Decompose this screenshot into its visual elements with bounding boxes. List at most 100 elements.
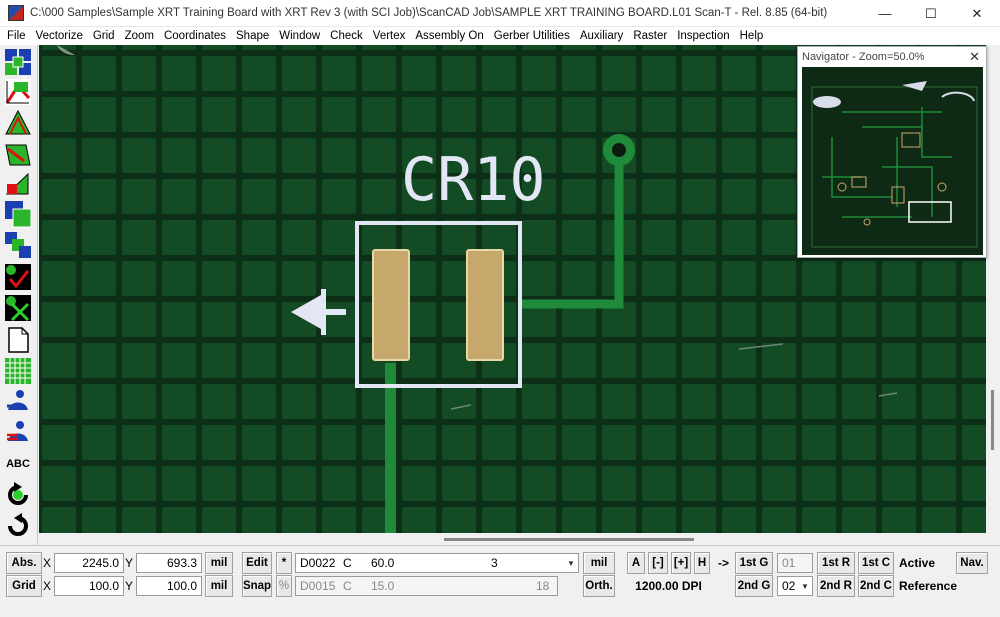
snap-aperture-count: 18 xyxy=(536,579,550,593)
orth-button[interactable]: Orth. xyxy=(583,575,615,597)
diode-symbol xyxy=(291,295,321,329)
reference-label: Reference xyxy=(899,579,958,593)
navigator-thumbnail[interactable] xyxy=(802,67,983,255)
menu-shape[interactable]: Shape xyxy=(236,30,270,42)
redo-icon[interactable] xyxy=(4,512,32,540)
menu-vertex[interactable]: Vertex xyxy=(372,30,406,42)
aperture-code: D0022 xyxy=(300,556,336,570)
second-g-value: 02 xyxy=(782,579,796,593)
dpi-display: 1200.00 DPI xyxy=(627,576,710,596)
navigator-close-icon[interactable]: ✕ xyxy=(969,49,980,64)
navigator-panel: Navigator - Zoom=50.0% ✕ xyxy=(797,46,987,258)
first-c-button[interactable]: 1st C xyxy=(858,552,894,574)
vector-draw-icon[interactable] xyxy=(4,78,32,106)
abs-x-field[interactable]: 2245.0 xyxy=(54,553,124,573)
menu-raster[interactable]: Raster xyxy=(633,30,668,42)
menu-zoom[interactable]: Zoom xyxy=(124,30,154,42)
first-g-field: 01 xyxy=(777,553,813,573)
snap-aperture-size: 15.0 xyxy=(371,579,395,593)
star-button[interactable]: * xyxy=(276,552,292,574)
grid-unit-button[interactable]: mil xyxy=(205,575,233,597)
copy-layers-icon[interactable] xyxy=(4,200,32,228)
chevron-down-icon[interactable]: ▼ xyxy=(567,558,575,568)
a-button[interactable]: A xyxy=(627,552,645,574)
menu-grid[interactable]: Grid xyxy=(92,30,115,42)
percent-button[interactable]: % xyxy=(276,575,292,597)
horizontal-scrollbar[interactable] xyxy=(39,533,986,545)
undo-icon[interactable] xyxy=(4,481,32,509)
second-g-button[interactable]: 2nd G xyxy=(735,575,773,597)
grid-pattern-icon[interactable] xyxy=(4,357,32,385)
logo-mark xyxy=(813,96,841,108)
fill-shape-icon[interactable] xyxy=(4,170,32,198)
horizontal-scroll-thumb[interactable] xyxy=(444,538,694,541)
status-panel: Abs. X 2245.0 Y 693.3 mil Edit * D0022 C… xyxy=(0,545,1000,617)
close-button[interactable]: ✕ xyxy=(971,5,983,21)
shape-edit-icon[interactable] xyxy=(4,139,32,167)
zoom-in-button[interactable]: [+] xyxy=(671,552,691,574)
chevron-down-icon[interactable]: ▼ xyxy=(801,581,809,591)
menu-inspection[interactable]: Inspection xyxy=(677,30,730,42)
menu-help[interactable]: Help xyxy=(739,30,764,42)
vertical-scrollbar[interactable] xyxy=(986,45,1000,533)
navigator-viewport[interactable] xyxy=(908,201,952,223)
x-label: X xyxy=(43,579,52,593)
aperture-unit-button[interactable]: mil xyxy=(583,552,615,574)
new-page-icon[interactable] xyxy=(4,326,32,354)
y-label: Y xyxy=(125,556,134,570)
board-thumbnail xyxy=(802,67,983,255)
abs-button[interactable]: Abs. xyxy=(6,552,42,574)
arrow-label: -> xyxy=(718,556,730,570)
grid-y-field[interactable]: 100.0 xyxy=(136,576,202,596)
edit-button[interactable]: Edit xyxy=(242,552,272,574)
copper-trace xyxy=(385,363,396,533)
person-blue-icon[interactable] xyxy=(4,388,32,416)
menu-assembly-on[interactable]: Assembly On xyxy=(415,30,484,42)
abs-unit-button[interactable]: mil xyxy=(205,552,233,574)
copper-trace xyxy=(520,150,624,309)
vertical-scroll-thumb[interactable] xyxy=(991,390,994,450)
second-r-button[interactable]: 2nd R xyxy=(817,575,855,597)
first-r-button[interactable]: 1st R xyxy=(817,552,855,574)
active-label: Active xyxy=(899,556,936,570)
person-red-icon[interactable] xyxy=(4,419,32,447)
delete-x-icon[interactable] xyxy=(4,294,32,322)
component-outline xyxy=(355,221,522,388)
menu-gerber-utilities[interactable]: Gerber Utilities xyxy=(493,30,570,42)
select-squares-icon[interactable] xyxy=(4,48,32,76)
menu-check[interactable]: Check xyxy=(330,30,363,42)
move-layers-icon[interactable] xyxy=(4,231,32,259)
zoom-out-button[interactable]: [-] xyxy=(648,552,668,574)
active-aperture-combo[interactable]: D0022 C 60.0 3 ▼ xyxy=(295,553,579,573)
h-button[interactable]: H xyxy=(694,552,710,574)
nav-button[interactable]: Nav. xyxy=(956,552,988,574)
grid-x-field[interactable]: 100.0 xyxy=(54,576,124,596)
aperture-shape: C xyxy=(343,556,352,570)
tool-palette: ABC xyxy=(0,45,38,545)
grid-button[interactable]: Grid xyxy=(6,575,42,597)
polygon-tool-icon[interactable] xyxy=(4,108,32,136)
refdes-label: CR10 xyxy=(401,145,546,215)
snap-button[interactable]: Snap xyxy=(242,575,272,597)
second-c-button[interactable]: 2nd C xyxy=(858,575,894,597)
abs-y-field[interactable]: 693.3 xyxy=(136,553,202,573)
second-g-select[interactable]: 02 ▼ xyxy=(777,576,813,596)
aperture-size: 60.0 xyxy=(371,556,395,570)
pad xyxy=(372,249,410,361)
menu-auxiliary[interactable]: Auxiliary xyxy=(579,30,624,42)
text-tool[interactable]: ABC xyxy=(6,458,30,470)
snap-aperture-code: D0015 xyxy=(300,579,336,593)
menu-coordinates[interactable]: Coordinates xyxy=(163,30,226,42)
check-icon[interactable] xyxy=(4,263,32,291)
maximize-button[interactable]: ☐ xyxy=(925,5,937,21)
menu-window[interactable]: Window xyxy=(279,30,321,42)
menu-vectorize[interactable]: Vectorize xyxy=(35,30,83,42)
app-icon xyxy=(8,5,24,21)
snap-aperture-shape: C xyxy=(343,579,352,593)
first-g-button[interactable]: 1st G xyxy=(735,552,773,574)
menu-file[interactable]: File xyxy=(7,30,26,42)
pad xyxy=(466,249,504,361)
minimize-button[interactable]: — xyxy=(878,6,892,21)
y-label: Y xyxy=(125,579,134,593)
